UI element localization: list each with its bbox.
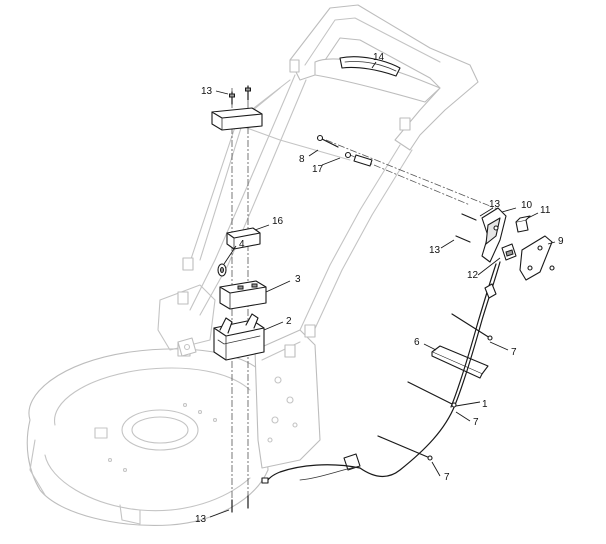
callout-17: 17 xyxy=(312,164,324,175)
mower-deck-ghost xyxy=(26,348,269,526)
callout-16: 16 xyxy=(272,216,284,227)
mount-small-ghost xyxy=(177,337,197,357)
callout-11: 11 xyxy=(540,205,551,216)
part-3-battery xyxy=(219,280,267,310)
part-10-lever xyxy=(481,207,507,263)
leader-lines xyxy=(209,61,556,518)
callout-7-lower: 7 xyxy=(444,472,450,483)
callout-7-middle: 7 xyxy=(473,417,479,428)
callout-6: 6 xyxy=(414,337,420,348)
callout-2: 2 xyxy=(286,316,292,327)
rear-housing-ghost xyxy=(157,284,321,469)
callout-12: 12 xyxy=(467,270,479,281)
callout-7-upper: 7 xyxy=(511,347,517,358)
screws-right xyxy=(455,213,477,243)
handle-frame-ghost xyxy=(177,4,479,358)
callout-14: 14 xyxy=(373,52,385,63)
callout-10: 10 xyxy=(521,200,533,211)
callout-9: 9 xyxy=(558,236,564,247)
part-12-switch xyxy=(501,243,517,261)
part-11-button xyxy=(515,215,531,233)
part-16-cover xyxy=(226,227,261,250)
part-8-screw xyxy=(316,134,339,148)
callout-13-bottom: 13 xyxy=(195,514,207,525)
part-4-grommet xyxy=(217,263,227,277)
callout-3: 3 xyxy=(295,274,301,285)
part-bracket-top xyxy=(211,107,263,131)
callout-1: 1 xyxy=(482,399,488,410)
callout-8: 8 xyxy=(299,154,305,165)
callout-13-right-top: 13 xyxy=(489,199,501,210)
part-6-pad xyxy=(431,345,489,379)
callout-13-top: 13 xyxy=(201,86,213,97)
callout-13-right: 13 xyxy=(429,245,441,256)
part-14-decal xyxy=(339,56,401,77)
part-7-ties xyxy=(377,313,493,461)
screws-bottom xyxy=(231,495,249,513)
screws-top xyxy=(229,85,251,105)
callout-4: 4 xyxy=(239,239,245,250)
part-2-battery-tray xyxy=(213,313,265,361)
callout-labels: 13 14 8 17 16 4 3 2 13 10 11 13 9 12 6 7… xyxy=(195,52,564,525)
part-9-cover xyxy=(519,235,555,281)
part-17-nut xyxy=(344,151,373,167)
